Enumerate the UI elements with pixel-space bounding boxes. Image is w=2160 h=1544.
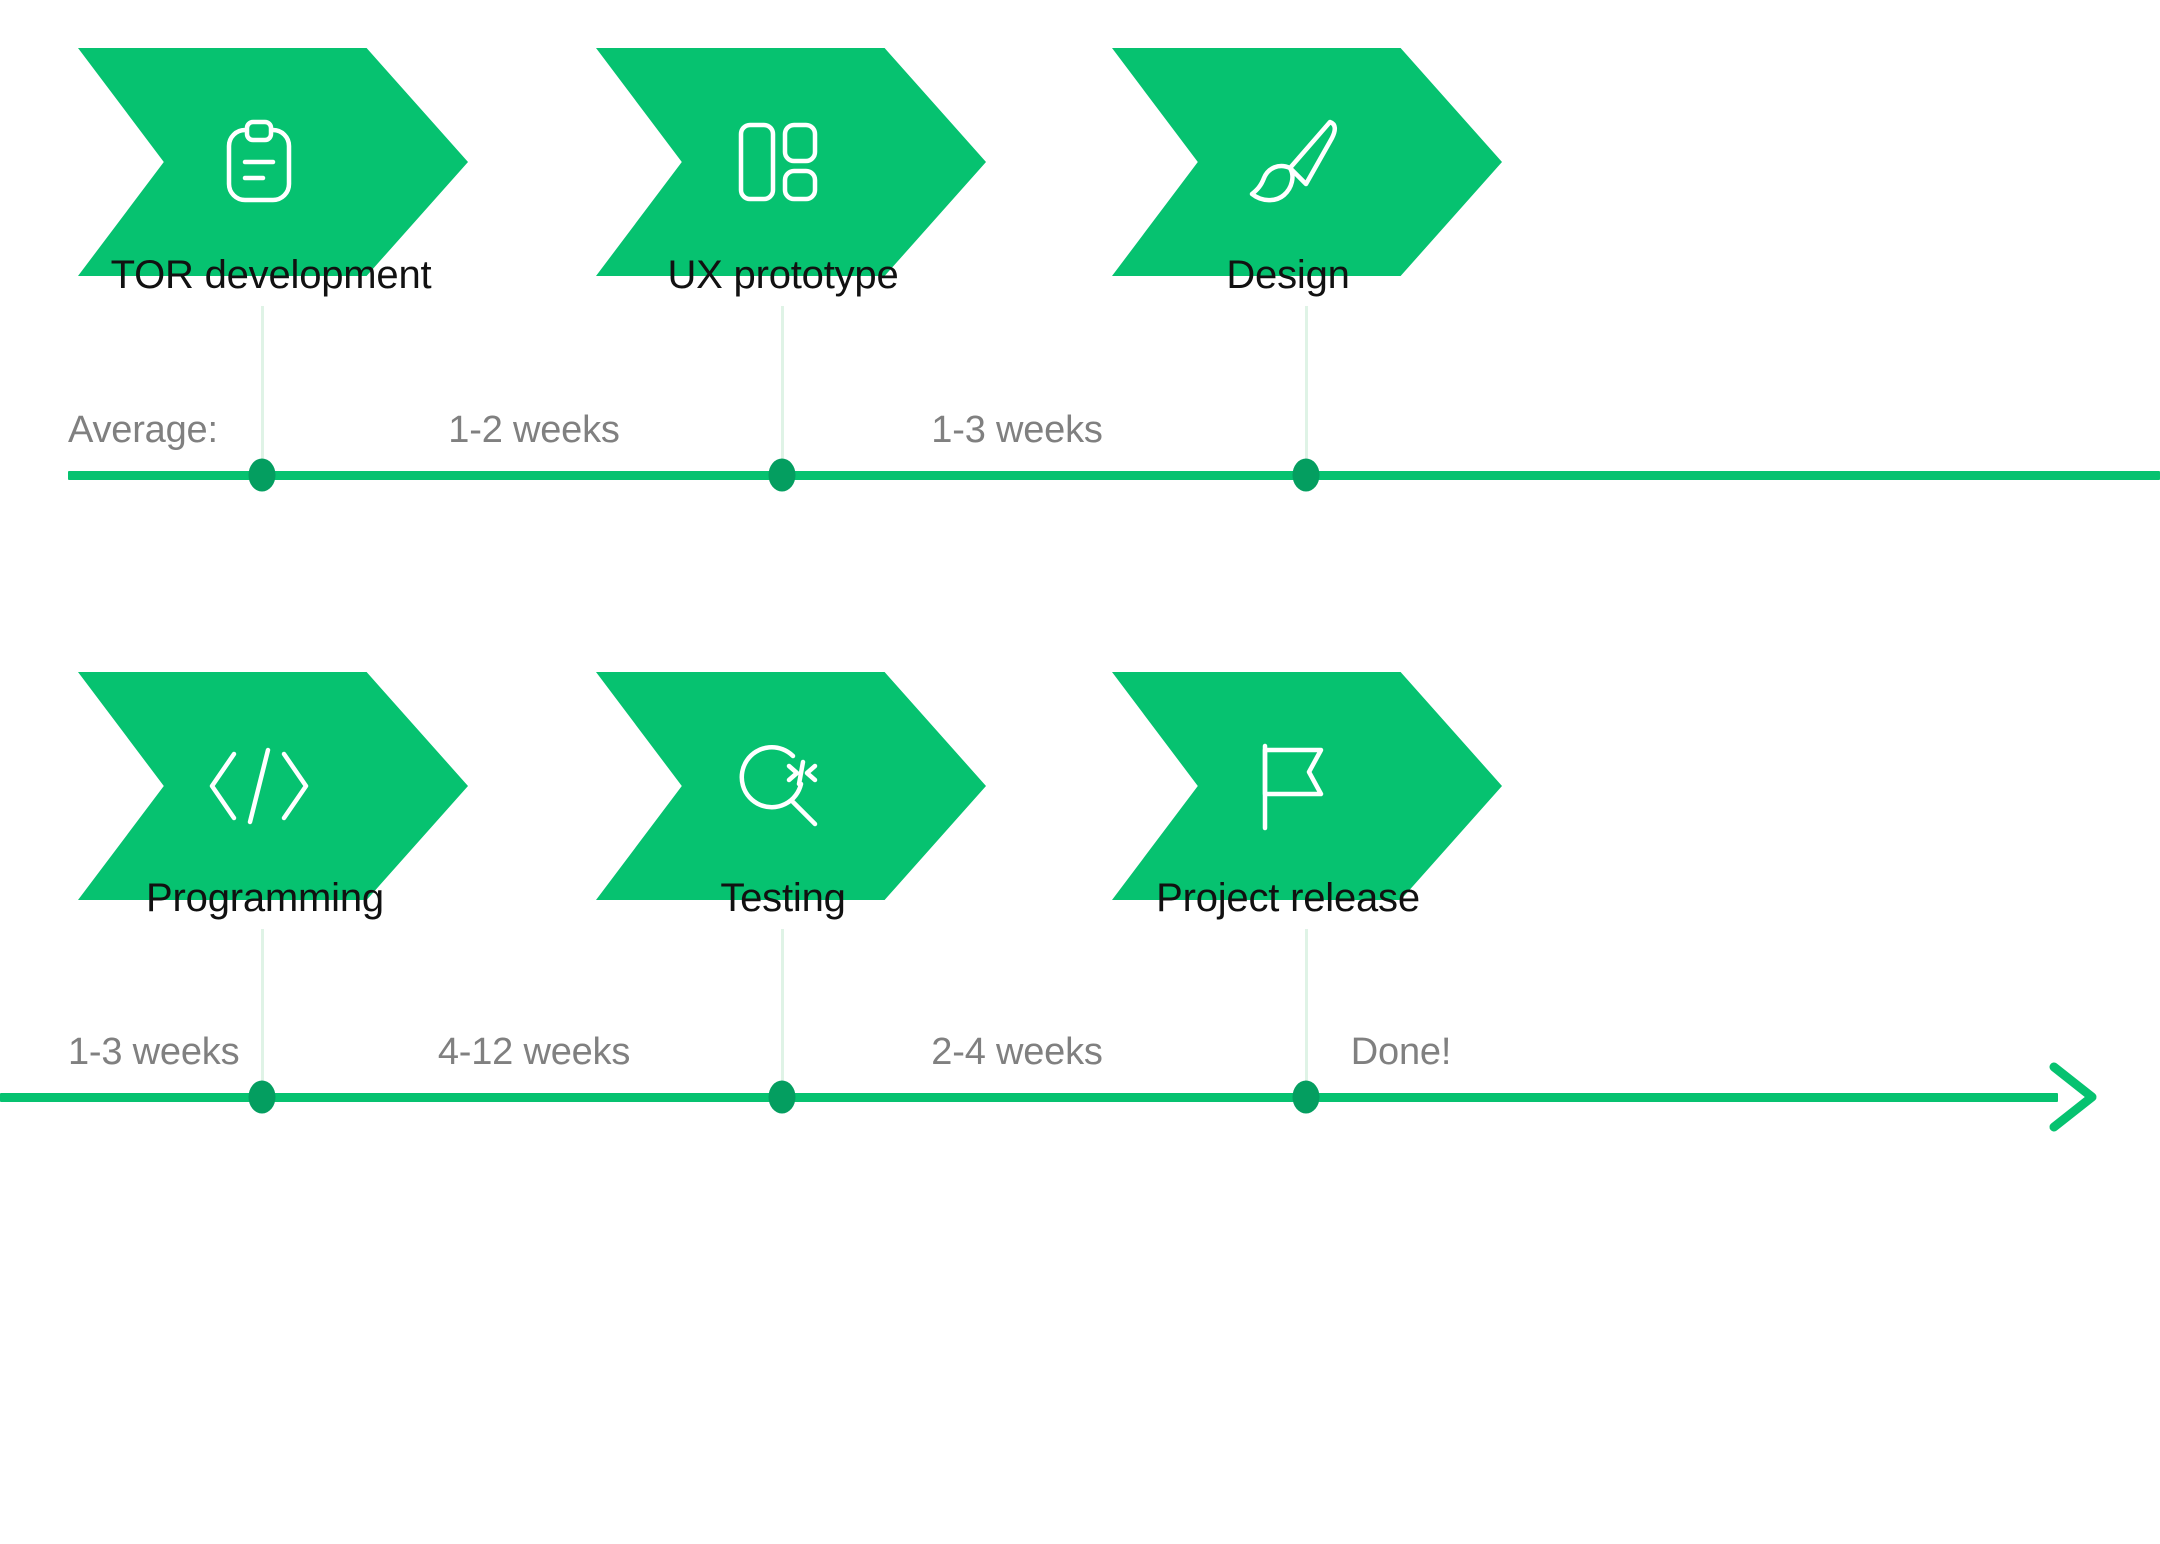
stage-label-tor-development: TOR development <box>110 253 432 297</box>
timeline-arrow-head-icon <box>2040 1059 2110 1135</box>
stage-card-tor-development[interactable] <box>78 48 468 276</box>
timeline-node-design[interactable] <box>1292 458 1320 492</box>
connector-tick-3 <box>1305 306 1308 472</box>
duration-1-3-weeks-row2: 1-3 weeks <box>68 1031 240 1073</box>
connector-tick-6 <box>1305 929 1308 1095</box>
stage-card-programming[interactable] <box>78 672 468 900</box>
connector-tick-2 <box>781 306 784 472</box>
connector-tick-1 <box>261 306 264 472</box>
duration-done-label: Done! <box>1350 1031 1452 1073</box>
duration-1-2-weeks: 1-2 weeks <box>448 409 620 451</box>
stage-card-testing[interactable] <box>596 672 986 900</box>
stage-card-ux-prototype[interactable] <box>596 48 986 276</box>
flag-icon <box>1251 740 1335 832</box>
magnifier-code-icon <box>731 740 823 832</box>
timeline-node-project-release[interactable] <box>1292 1080 1320 1114</box>
layout-blocks-icon <box>731 119 823 205</box>
stage-card-design[interactable] <box>1112 48 1502 276</box>
stage-label-programming: Programming <box>146 876 384 920</box>
timeline-node-ux-prototype[interactable] <box>768 458 796 492</box>
stage-label-ux-prototype: UX prototype <box>667 253 899 297</box>
timeline-axis-row-2 <box>0 1093 2058 1102</box>
duration-1-3-weeks: 1-3 weeks <box>931 409 1103 451</box>
stage-card-project-release[interactable] <box>1112 672 1502 900</box>
timeline-axis-row-1 <box>68 471 2160 480</box>
code-brackets-icon <box>204 746 314 826</box>
clipboard-icon <box>220 118 298 206</box>
timeline-node-tor-development[interactable] <box>248 458 276 492</box>
timeline-node-testing[interactable] <box>768 1080 796 1114</box>
paintbrush-icon <box>1246 116 1340 208</box>
stage-label-testing: Testing <box>720 876 846 920</box>
duration-4-12-weeks: 4-12 weeks <box>437 1031 631 1073</box>
connector-tick-5 <box>781 929 784 1095</box>
stage-label-design: Design <box>1226 253 1350 297</box>
timeline-node-programming[interactable] <box>248 1080 276 1114</box>
duration-average-label: Average: <box>68 409 218 451</box>
duration-2-4-weeks: 2-4 weeks <box>931 1031 1103 1073</box>
stage-label-project-release: Project release <box>1156 876 1420 920</box>
connector-tick-4 <box>261 929 264 1095</box>
